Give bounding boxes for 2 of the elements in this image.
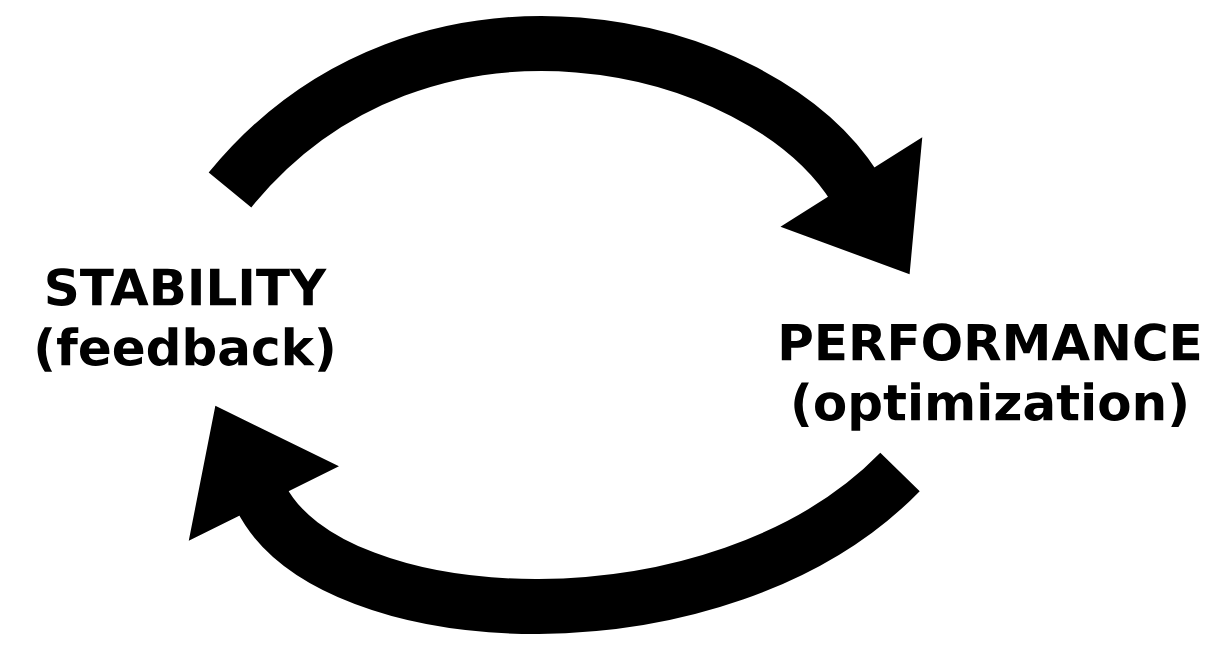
node-label: PERFORMANCE (optimization) (781, 323, 1200, 431)
node-label: STABILITY (feedback) (37, 268, 333, 372)
